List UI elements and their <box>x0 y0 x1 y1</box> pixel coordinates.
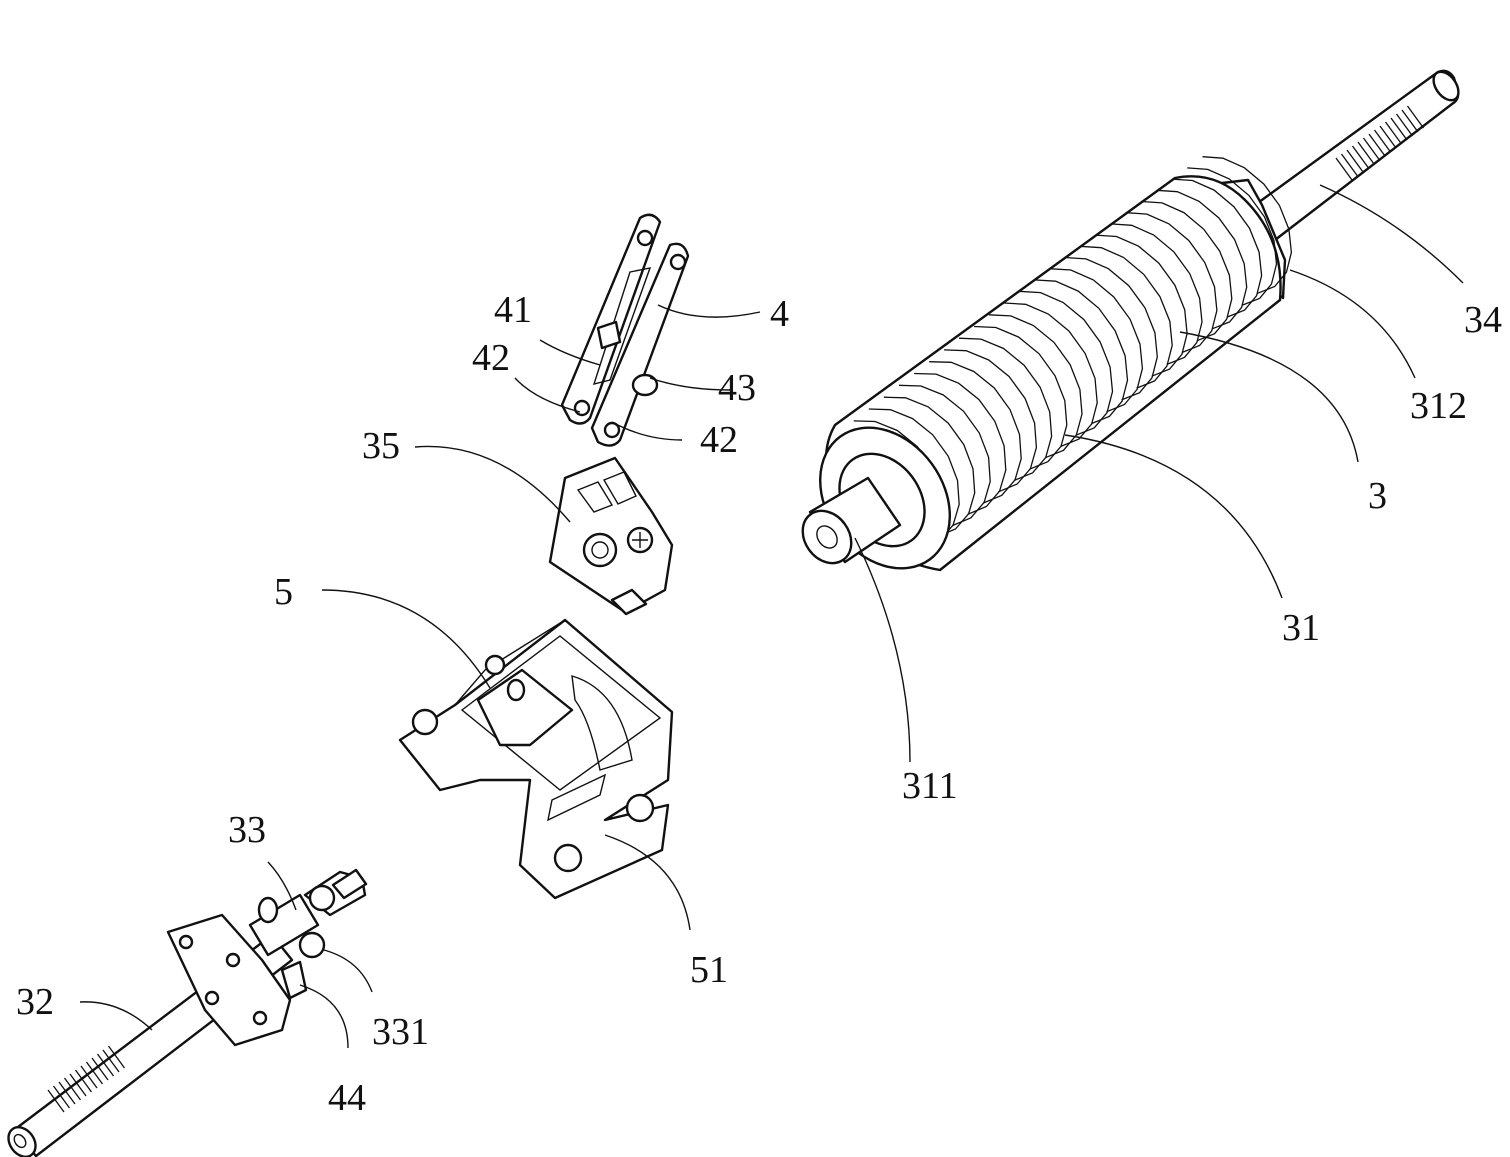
callout-331: 331 <box>372 1011 429 1053</box>
clamp-block-35 <box>550 458 672 614</box>
bracket-4 <box>562 215 688 446</box>
shaft-34 <box>1255 67 1463 240</box>
mounting-seat-5 <box>400 620 672 898</box>
callout-51: 51 <box>690 949 728 991</box>
screw-icon <box>486 656 504 674</box>
screw-icon <box>555 845 581 871</box>
pin-43 <box>633 375 657 395</box>
callout-3: 3 <box>1368 475 1387 517</box>
callout-42-top: 42 <box>472 337 510 379</box>
front-shaft-32 <box>3 870 366 1157</box>
callout-4: 4 <box>770 293 789 335</box>
roller-assembly <box>793 67 1464 593</box>
callout-5: 5 <box>274 571 293 613</box>
callout-35: 35 <box>362 425 400 467</box>
callout-312: 312 <box>1410 385 1467 427</box>
screw-icon <box>413 710 437 734</box>
callout-43: 43 <box>718 367 756 409</box>
callout-34: 34 <box>1464 299 1502 341</box>
callout-33: 33 <box>228 809 266 851</box>
screw-icon <box>627 795 653 821</box>
callout-31: 31 <box>1282 607 1320 649</box>
callout-44: 44 <box>328 1077 366 1119</box>
callout-42-bottom: 42 <box>700 419 738 461</box>
callout-32: 32 <box>16 981 54 1023</box>
callout-311: 311 <box>902 765 958 807</box>
callout-41: 41 <box>494 289 532 331</box>
